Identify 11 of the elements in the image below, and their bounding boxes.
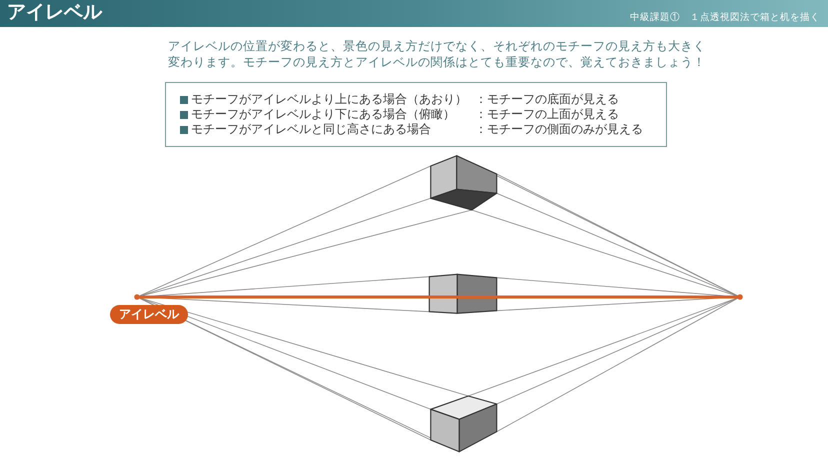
intro-paragraph: アイレベルの位置が変わると、景色の見え方だけでなく、それぞれのモチーフの見え方も大きく変わります。モチーフの見え方とアイレベルの関係はとても重要なので、覚えておきましょう！ [168,38,706,70]
result-text: ：モチーフの上面が見える [475,107,619,122]
page-title: アイレベル [7,1,102,25]
result-text: ：モチーフの側面のみが見える [475,122,643,137]
eye-level-tag: アイレベル [110,305,188,324]
result-text: ：モチーフの底面が見える [475,92,619,107]
subtitle: 中級課題① １点透視図法で箱と机を描く [630,12,820,24]
condition-text: モチーフがアイレベルより上にある場合（あおり） [191,92,467,107]
info-box [165,82,667,147]
condition-text: モチーフがアイレベルと同じ高さにある場合 [191,122,431,137]
condition-text: モチーフがアイレベルより下にある場合（俯瞰） [191,107,455,122]
